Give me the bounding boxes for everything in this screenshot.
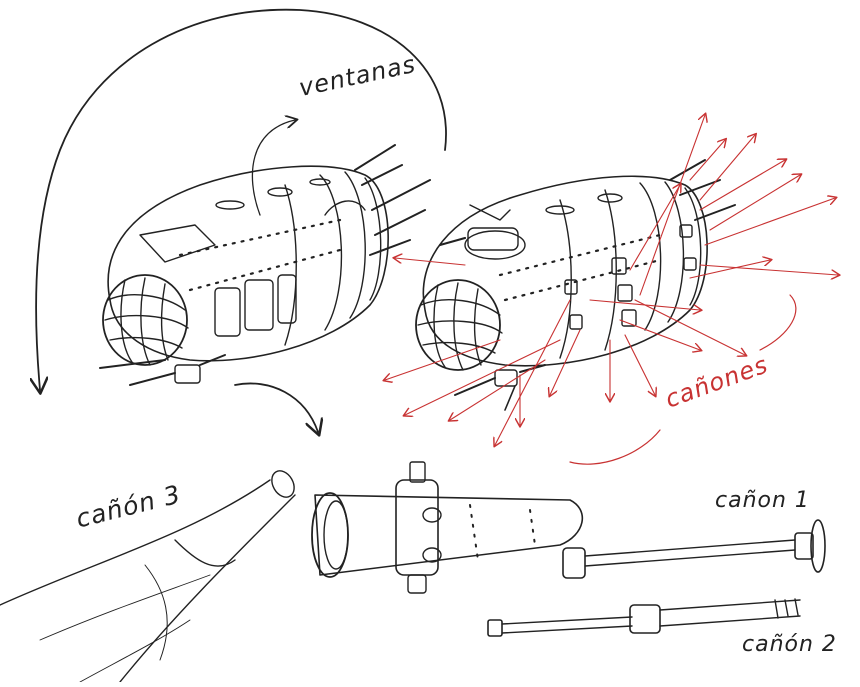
red-firing-arrows bbox=[385, 115, 838, 464]
turret-detail-sketch bbox=[312, 462, 582, 593]
cannon-2-sketch bbox=[488, 599, 800, 636]
airship-sketch-right bbox=[416, 160, 735, 410]
airship-sketch-left bbox=[100, 145, 430, 385]
label-canon-2: cañón 2 bbox=[742, 632, 837, 657]
label-canon-1: cañon 1 bbox=[715, 488, 810, 513]
cannon-1-sketch bbox=[563, 520, 825, 578]
cannon-3-sketch bbox=[0, 467, 299, 682]
ventanas-pointer-arrow bbox=[252, 120, 295, 215]
detail-arrow bbox=[235, 383, 318, 432]
big-arc-arrow bbox=[36, 10, 446, 390]
